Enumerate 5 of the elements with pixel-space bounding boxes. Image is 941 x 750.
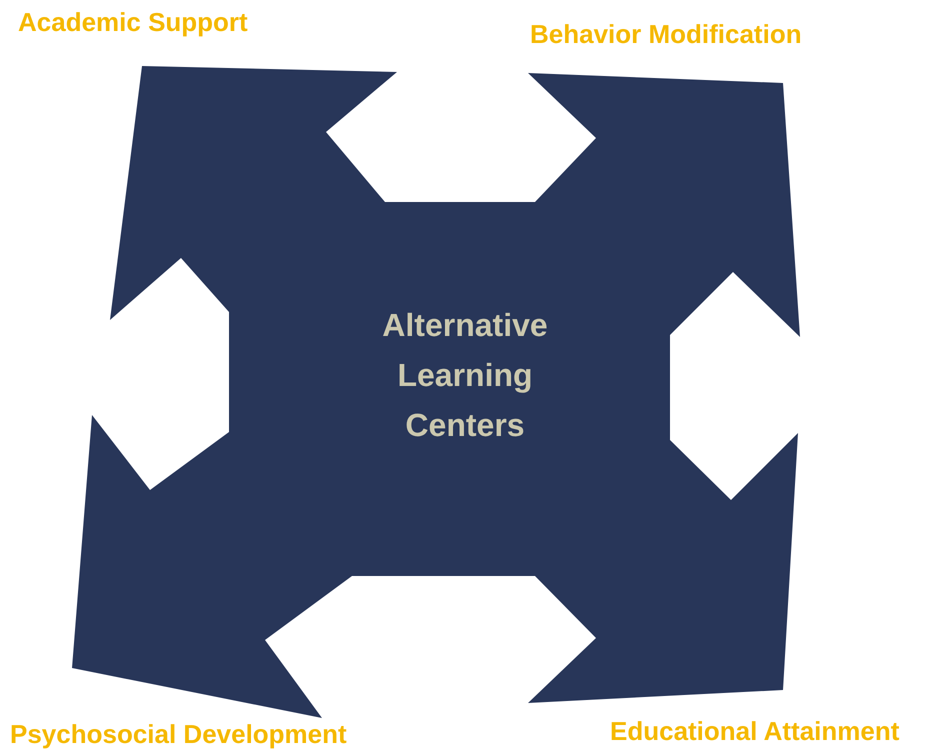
corner-label: Behavior Modification — [530, 20, 802, 49]
corner-label: Academic Support — [18, 8, 248, 37]
center-title: Alternative Learning Centers — [381, 306, 549, 445]
corner-label: Educational Attainment — [610, 717, 900, 746]
corner-label: Psychosocial Development — [10, 720, 347, 749]
